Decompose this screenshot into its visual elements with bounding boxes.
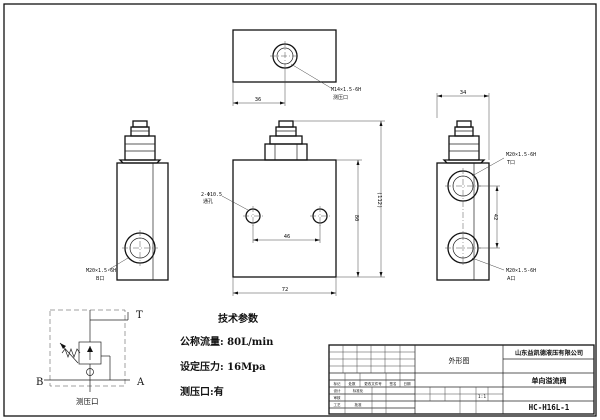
company-name: 山东益凯德液压有限公司 [515, 349, 583, 357]
part-name: 单向溢流阀 [532, 376, 567, 385]
top-dim-width: 36 [255, 97, 262, 103]
left-view: M20×1.5-6H B口 [86, 120, 169, 282]
header-cell: 标记 [334, 381, 342, 386]
left-thread-label: M20×1.5-6H [86, 268, 116, 274]
front-view-body [232, 159, 337, 278]
port-b-label: B [36, 377, 43, 388]
title-block-frame [328, 344, 595, 415]
top-thread-label: M14×1.5-6H [331, 87, 361, 93]
spec-flow: 公称流量: 80L/min [180, 335, 274, 348]
check-valve-symbol [86, 368, 94, 376]
top-view-body [232, 29, 337, 83]
hydraulic-schematic: T B A 测压口 [36, 309, 145, 406]
spec-pressure-port: 测压口:有 [180, 385, 224, 398]
tech-specs: 技术参数 公称流量: 80L/min 设定压力: 16Mpa 测压口:有 [180, 312, 274, 398]
right-dim-width: 34 [460, 90, 467, 96]
left-port-b-outer [124, 232, 156, 264]
title-block: 外形图 山东益凯德液压有限公司 单向溢流阀 HC-H16L-1 1:1 标记 处… [328, 344, 595, 415]
header-cell: 签名 [390, 381, 397, 386]
right-adjust-cap [448, 135, 480, 161]
right-thread-bottom: M20×1.5-6H [506, 268, 536, 274]
right-view: 34 42 M20×1.5-6H T口 M20×1.5-6H A口 [436, 90, 536, 282]
part-number: HC-H16L-1 [529, 403, 570, 412]
front-dim-width: 72 [282, 287, 289, 293]
left-port-label: B口 [96, 276, 104, 282]
front-dim-hole-spacing: 46 [284, 234, 291, 240]
spring-symbol [61, 348, 81, 358]
schematic-frame [49, 309, 126, 387]
pressure-port-label: 测压口 [76, 397, 99, 406]
spec-pressure: 设定压力: 16Mpa [180, 360, 266, 373]
header-cell: 处数 [349, 381, 357, 386]
header-cell: 日期 [404, 381, 412, 386]
port-t-label: T [136, 310, 143, 321]
left-view-body [116, 162, 169, 281]
left-adjust-cap [124, 135, 156, 161]
front-adjust-cap [264, 143, 308, 161]
right-dim-port-spacing: 42 [492, 214, 498, 221]
role-cell: 审核 [334, 395, 342, 400]
role-cell: 工艺 [334, 402, 342, 407]
front-dim-overall-height: (112) [376, 192, 382, 209]
drawing-type: 外形图 [449, 356, 470, 365]
role-cell: 批准 [355, 402, 363, 407]
port-a-label: A [136, 377, 145, 388]
sheet-border [3, 3, 597, 417]
front-dim-height: 80 [353, 215, 359, 222]
right-thread-top: M20×1.5-6H [506, 152, 536, 158]
specs-title: 技术参数 [218, 312, 259, 325]
role-cell: 标准化 [353, 388, 364, 393]
role-cell: 设计 [334, 388, 342, 393]
right-port-bottom: A口 [507, 276, 515, 282]
top-port-label: 测压口 [333, 94, 348, 101]
front-view: 46 2-Φ10.5 通孔 72 80 (112) [201, 120, 385, 296]
right-port-t-outer [447, 170, 479, 202]
scale: 1:1 [478, 394, 486, 400]
header-cell: 更改文件号 [364, 381, 382, 386]
front-hole-label2: 通孔 [203, 198, 213, 205]
right-view-body [436, 162, 490, 281]
right-port-top: T口 [506, 160, 515, 166]
top-view: 36 M14×1.5-6H 测压口 [232, 29, 361, 106]
front-hole-label: 2-Φ10.5 [201, 192, 222, 198]
